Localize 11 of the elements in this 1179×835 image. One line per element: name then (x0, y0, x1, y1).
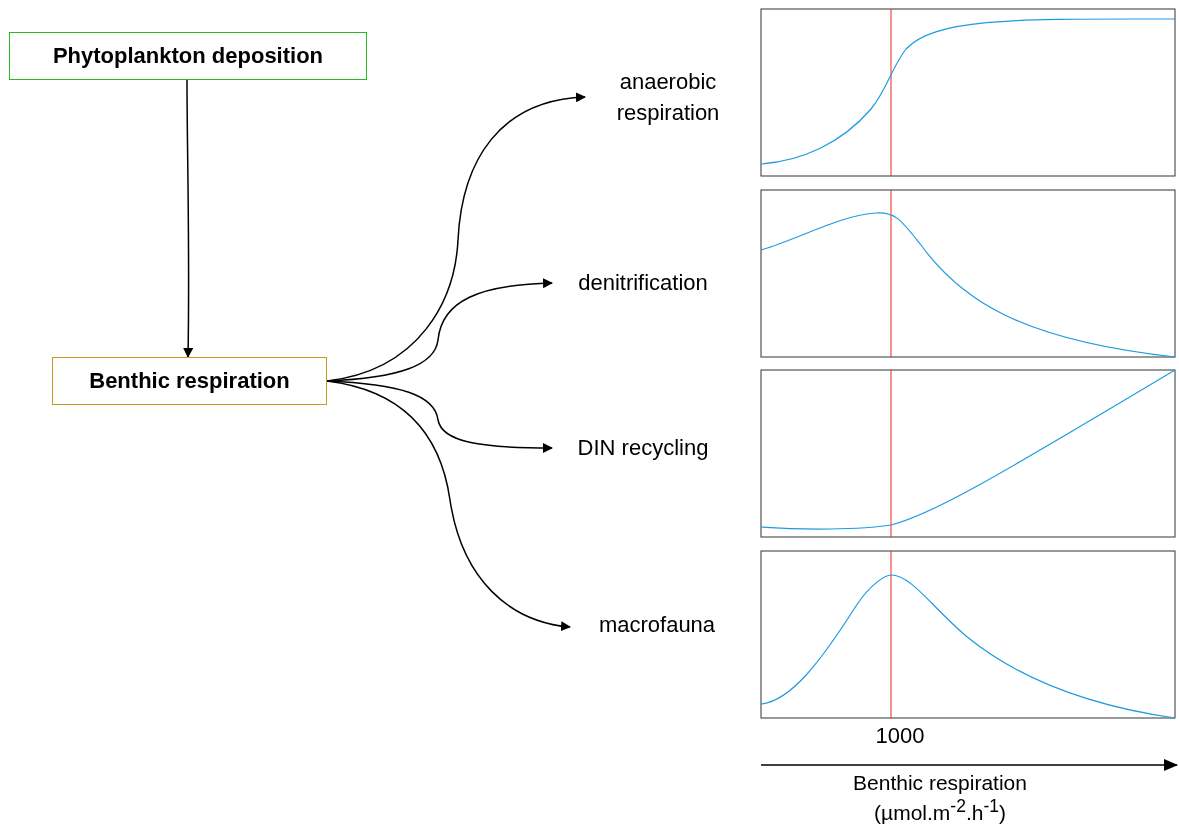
outcome-label: macrofauna (572, 608, 742, 642)
arrow (326, 380, 553, 453)
outcome-label: anaerobic respiration (588, 65, 748, 131)
outcome-label: denitrification (552, 266, 734, 300)
outcome-label: DIN recycling (552, 431, 734, 465)
axis-title: Benthic respiration (µmol.m$^{-2}$.h$^{-1}$) (852, 770, 1028, 827)
process-box: Phytoplankton deposition (9, 32, 367, 80)
process-box: Benthic respiration (52, 357, 327, 405)
arrow (183, 79, 194, 358)
tick-label: 1000 (874, 723, 926, 749)
arrow (326, 380, 571, 631)
